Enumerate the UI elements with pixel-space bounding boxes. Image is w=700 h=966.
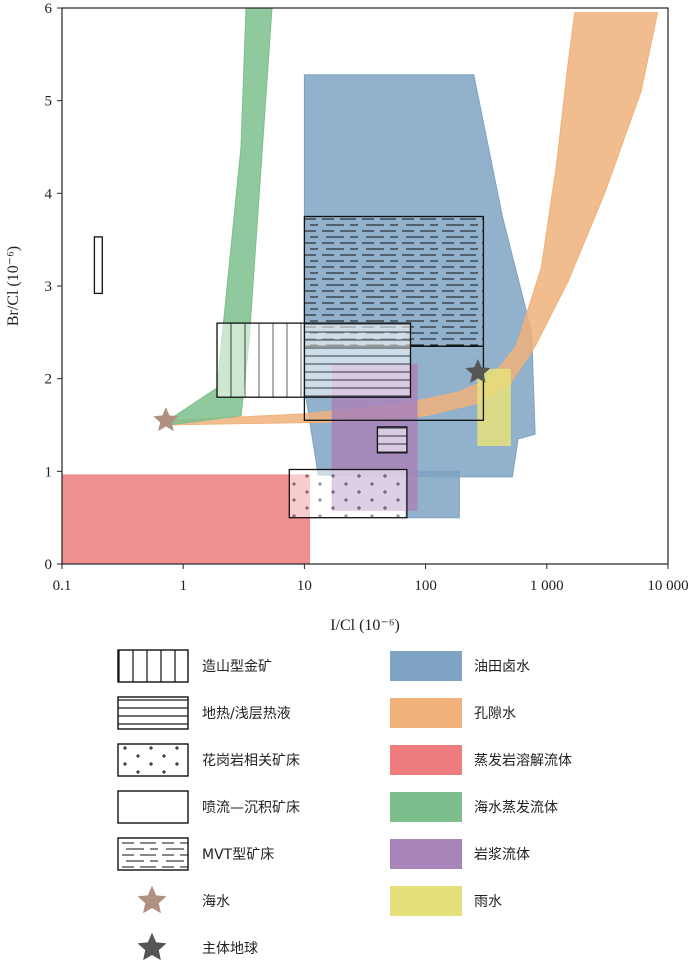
deposit-field-4 <box>216 322 306 398</box>
point-0-star-icon <box>153 407 179 432</box>
legend-right-5-label: 雨水 <box>474 894 502 910</box>
legend-left-0-label: 造山型金矿 <box>202 659 272 675</box>
deposit-field-2 <box>303 322 412 398</box>
legend-right-4-label: 岩浆流体 <box>474 847 530 863</box>
x-tick-label-5: 10 000 <box>647 578 688 594</box>
field-2 <box>163 12 659 426</box>
legend-right-2-swatch <box>390 745 462 775</box>
x-tick-label-1: 1 <box>179 578 187 594</box>
x-tick-label-0: 0.1 <box>53 578 72 594</box>
y-tick-label-2: 2 <box>45 372 53 388</box>
legend-right-1-swatch <box>390 698 462 728</box>
legend-left-4-label: MVT型矿床 <box>202 847 274 863</box>
y-tick-label-4: 4 <box>45 186 53 202</box>
legend-left-3-label: 喷流—沉积矿床 <box>202 800 300 816</box>
legend-left-1-label: 地热/浅层热液 <box>202 706 291 722</box>
x-tick-label-2: 10 <box>297 578 312 594</box>
field-4 <box>167 8 273 426</box>
legend-right-0-label: 油田卤水 <box>474 659 530 675</box>
legend-right-4-swatch <box>390 839 462 869</box>
y-axis-label: Br/Cl (10⁻⁶) <box>5 246 22 326</box>
legend-right-1-label: 孔隙水 <box>474 706 516 722</box>
legend-right-3-swatch <box>390 792 462 822</box>
legend-left-0-swatch <box>117 649 189 683</box>
point-1-star-icon <box>465 358 491 383</box>
legend-left-4-swatch <box>117 837 189 871</box>
reference-points <box>153 358 491 432</box>
legend-left-6-label: 主体地球 <box>202 941 258 957</box>
legend-left-2-label: 花岗岩相关矿床 <box>202 753 300 769</box>
deposit-field-6 <box>93 236 103 295</box>
x-tick-label-4: 1 000 <box>530 578 564 594</box>
y-tick-label-1: 1 <box>45 464 53 480</box>
y-tick-label-3: 3 <box>45 279 53 295</box>
legend-left-5-label: 海水 <box>202 894 230 910</box>
deposit-fields <box>93 215 485 519</box>
legend-right-0-swatch <box>390 651 462 681</box>
legend-left-1-swatch <box>117 696 189 730</box>
deposit-field-3 <box>376 426 408 454</box>
y-tick-label-0: 0 <box>45 557 53 573</box>
field-3 <box>62 474 310 564</box>
legend-left-6-star-icon <box>137 932 167 961</box>
legend-right-5-swatch <box>390 886 462 916</box>
x-axis-label: I/Cl (10⁻⁶) <box>330 617 400 634</box>
deposit-field-5 <box>288 468 408 519</box>
legend-right-2-label: 蒸发岩溶解流体 <box>474 753 572 769</box>
legend-left-5-star-icon <box>137 885 167 914</box>
legend-right-3-label: 海水蒸发流体 <box>474 800 558 816</box>
x-tick-label-3: 100 <box>414 578 437 594</box>
axis-ticks: 0.1 1 10 100 1 000 10 000 0 1 2 3 4 5 6 <box>45 1 689 594</box>
legend-left-3-swatch <box>117 790 189 824</box>
legend-left-2-swatch <box>117 743 189 777</box>
y-tick-label-6: 6 <box>45 1 53 17</box>
y-tick-label-5: 5 <box>45 94 53 110</box>
